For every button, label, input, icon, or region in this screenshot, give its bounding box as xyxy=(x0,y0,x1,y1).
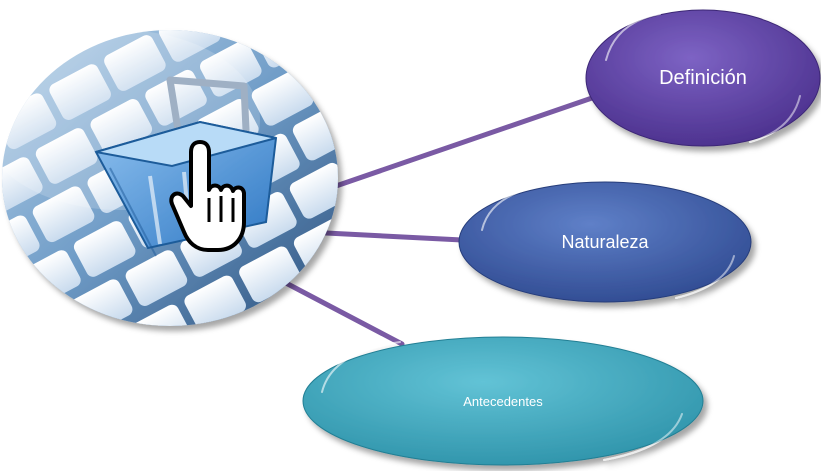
node-label-definicion: Definición xyxy=(659,67,747,89)
node-antecedentes[interactable]: Antecedentes xyxy=(302,336,704,466)
hand-cursor-icon xyxy=(169,140,246,252)
connectors xyxy=(281,95,595,347)
hub-image xyxy=(2,30,338,326)
node-naturaleza[interactable]: Naturaleza xyxy=(458,181,752,303)
node-label-antecedentes: Antecedentes xyxy=(463,394,543,409)
connector-antecedentes xyxy=(281,279,405,347)
node-definicion[interactable]: Definición xyxy=(585,9,821,147)
connector-definicion xyxy=(333,95,595,189)
node-label-naturaleza: Naturaleza xyxy=(561,232,649,252)
connector-naturaleza xyxy=(323,230,465,243)
